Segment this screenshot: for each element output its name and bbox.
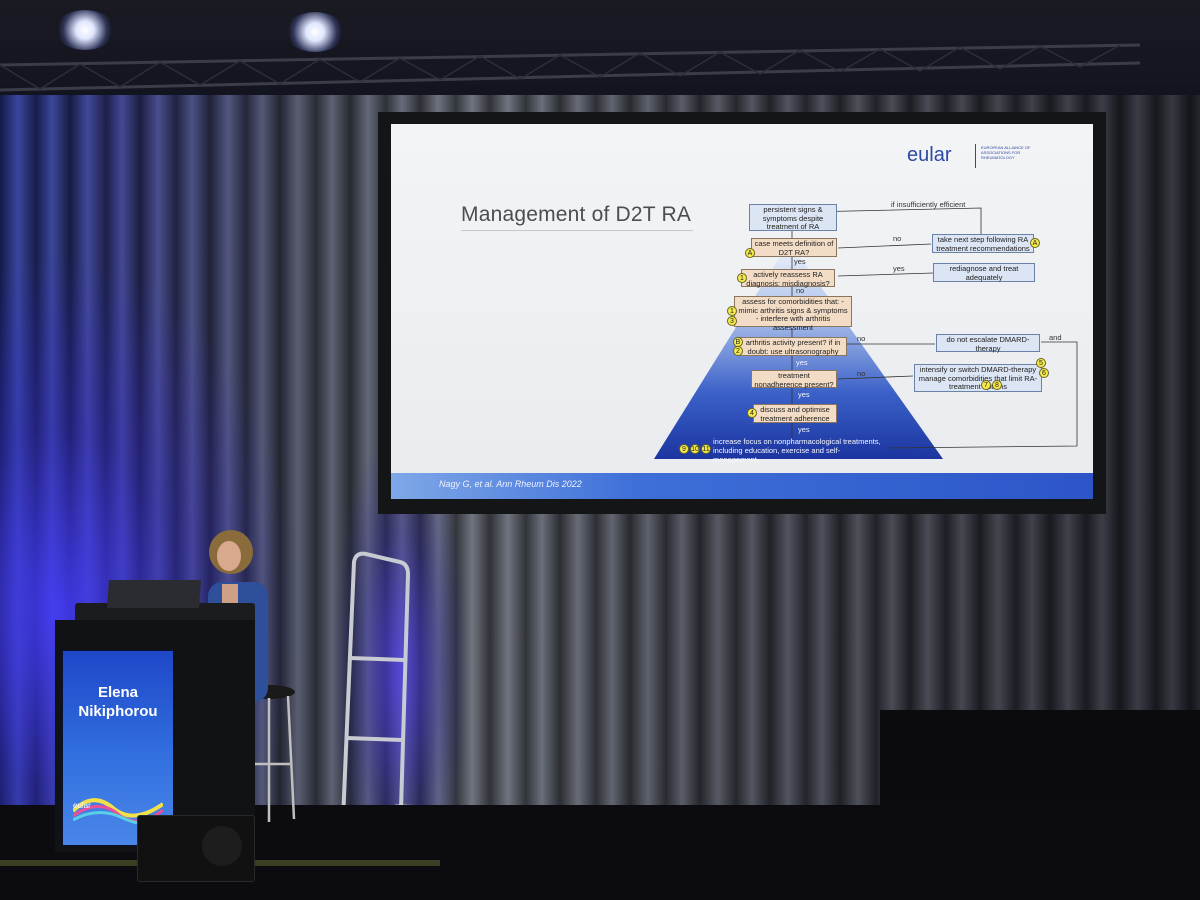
- stage-ladder: [340, 551, 411, 845]
- logo-divider: [975, 144, 976, 168]
- flow-step-nonadherence: treatment nonadherence present?: [751, 370, 837, 388]
- lighting-truss: [0, 43, 1140, 92]
- badge-icon: 3: [727, 316, 737, 326]
- flow-final-nonpharmacological: increase focus on nonpharmacological tre…: [713, 437, 881, 464]
- flow-step-arthritis-activity: arthritis activity present? if in doubt:…: [739, 337, 847, 356]
- speaker-name: Elena Nikiphorou: [63, 683, 173, 721]
- eular-logo: eular: [907, 144, 952, 166]
- stage-light: [285, 12, 345, 52]
- title-underline: [461, 230, 693, 231]
- podium-logo: eular: [73, 801, 91, 810]
- flow-label-no: no: [857, 334, 866, 343]
- stage-light: [55, 10, 115, 50]
- flow-step-optimise-adherence: discuss and optimise treatment adherence: [753, 404, 837, 423]
- badge-icon: 10: [690, 444, 700, 454]
- podium-name-panel: Elena Nikiphorou eular: [62, 650, 174, 846]
- floor-speaker: [137, 815, 255, 882]
- flow-label-yes: yes: [893, 264, 905, 273]
- speaker-cone: [202, 826, 242, 866]
- flow-label-yes: yes: [796, 358, 808, 367]
- flow-label-yes: yes: [798, 425, 810, 434]
- side-box-rediagnose: rediagnose and treat adequately: [933, 263, 1035, 282]
- speaker-first-name: Elena: [97, 684, 139, 701]
- slide-title: Management of D2T RA: [461, 203, 692, 226]
- badge-icon: 1: [727, 306, 737, 316]
- presentation-slide: eular EUROPEAN ALLIANCE OF ASSOCIATIONS …: [391, 124, 1093, 499]
- badge-icon: 4: [747, 408, 757, 418]
- flow-label-and: and: [1049, 333, 1062, 342]
- slide-citation: Nagy G, et al. Ann Rheum Dis 2022: [439, 479, 582, 489]
- flow-label-no: no: [893, 234, 902, 243]
- flow-step-d2t-definition: case meets definition of D2T RA?: [751, 238, 837, 257]
- flow-step-reassess-diagnosis: actively reassess RA diagnosis: misdiagn…: [741, 269, 835, 287]
- flow-step-assess-comorbidities: assess for comorbidities that: - mimic a…: [734, 296, 852, 331]
- badge-icon: 9: [679, 444, 689, 454]
- side-box-no-escalate: do not escalate DMARD-therapy: [936, 334, 1040, 352]
- flow-label-no: no: [796, 286, 805, 295]
- side-box-intensify: intensify or switch DMARD-therapy manage…: [914, 364, 1042, 392]
- badge-icon: 1: [737, 273, 747, 283]
- speaker-last-name: Nikiphorou: [78, 703, 158, 720]
- badge-icon: 8: [992, 380, 1002, 390]
- badge-icon: 7: [981, 380, 991, 390]
- badge-icon: A: [745, 248, 755, 258]
- badge-icon: A: [1030, 238, 1040, 248]
- podium-monitor: [107, 580, 201, 608]
- flow-label-insufficient: if insufficiently efficient: [891, 200, 966, 209]
- badge-icon: 6: [1039, 368, 1049, 378]
- flow-label-no: no: [857, 369, 866, 378]
- flow-step-persistent-symptoms: persistent signs & symptoms despite trea…: [749, 204, 837, 231]
- eular-logo-subtext: EUROPEAN ALLIANCE OF ASSOCIATIONS FOR RH…: [981, 145, 1031, 160]
- flow-label-yes: yes: [798, 390, 810, 399]
- slide-footer-bar: Nagy G, et al. Ann Rheum Dis 2022: [391, 473, 1093, 499]
- badge-icon: 5: [1036, 358, 1046, 368]
- badge-icon: 2: [733, 346, 743, 356]
- badge-icon: 11: [701, 444, 711, 454]
- side-box-next-step: take next step following RA treatment re…: [932, 234, 1034, 253]
- flow-label-yes: yes: [794, 257, 806, 266]
